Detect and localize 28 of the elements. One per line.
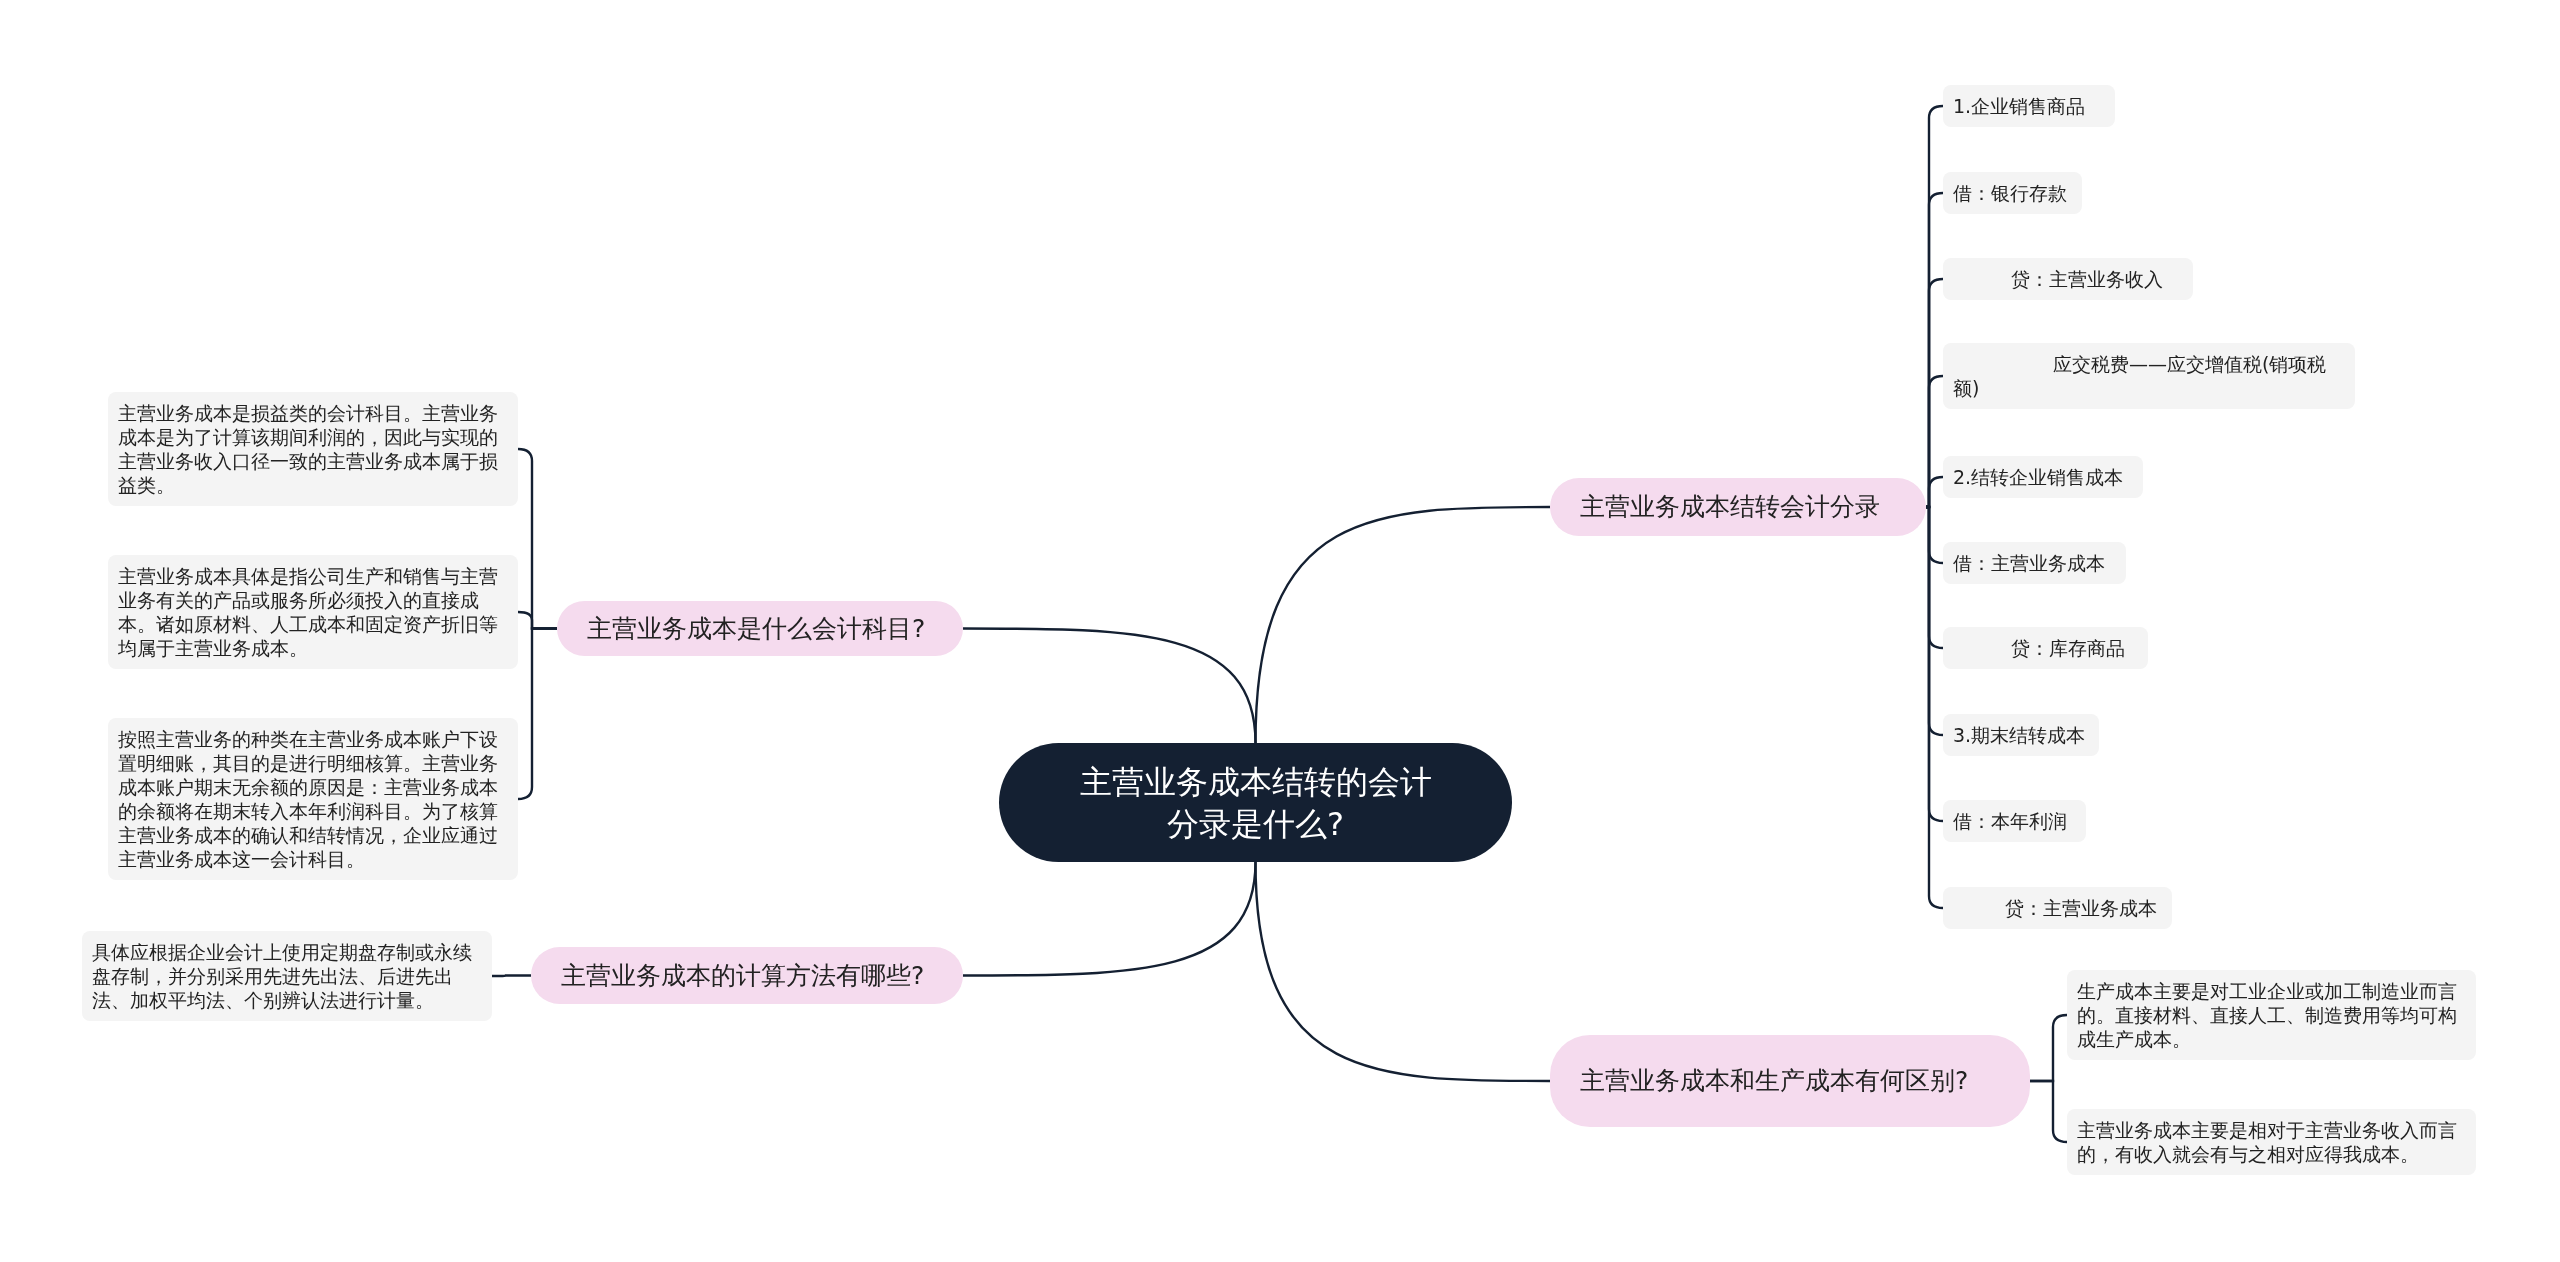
subtopic-box: 主营业务成本是损益类的会计科目。主营业务成本是为了计算该期间利润的，因此与实现的主营业务收入口径一致的主营业务成本属于损益类。	[108, 392, 518, 506]
subtopic-box: 2.结转企业销售成本	[1943, 456, 2143, 498]
subtopic-box: 贷：库存商品	[1943, 627, 2148, 669]
subtopic-box: 借：主营业务成本	[1943, 542, 2126, 584]
central-topic: 主营业务成本结转的会计分录是什么?	[999, 743, 1512, 862]
topic-box: 主营业务成本的计算方法有哪些?	[531, 947, 963, 1004]
connector-line	[1926, 475, 1944, 509]
connector-line	[963, 627, 1257, 744]
subtopic-box: 借：银行存款	[1943, 172, 2082, 214]
connector-line	[517, 627, 557, 801]
connector-line	[492, 974, 531, 978]
subtopic-box: 应交税费——应交增值税(销项税额)	[1943, 343, 2355, 409]
subtopic-box: 3.期末结转成本	[1943, 714, 2099, 756]
subtopic-box: 贷：主营业务成本	[1943, 887, 2172, 929]
topic-box: 主营业务成本是什么会计科目?	[557, 601, 963, 656]
subtopic-box: 主营业务成本主要是相对于主营业务收入而言的，有收入就会有与之相对应得我成本。	[2067, 1109, 2476, 1175]
topic-box: 主营业务成本结转会计分录	[1550, 478, 1926, 536]
subtopic-box: 具体应根据企业会计上使用定期盘存制或永续盘存制，并分别采用先进先出法、后进先出法、加权平均法、个别辨认法进行计量。	[82, 931, 492, 1021]
connector-line	[1925, 505, 1944, 910]
subtopic-box: 贷：主营业务收入	[1943, 258, 2193, 300]
subtopic-box: 借：本年利润	[1943, 800, 2086, 842]
subtopic-box: 1.企业销售商品	[1943, 85, 2115, 127]
subtopic-box: 生产成本主要是对工业企业或加工制造业而言的。直接材料、直接人工、制造费用等均可构成生产成本。	[2067, 970, 2476, 1060]
connector-line	[2030, 1079, 2068, 1144]
topic-box: 主营业务成本和生产成本有何区别?	[1550, 1035, 2030, 1127]
connector-line	[963, 861, 1257, 977]
subtopic-box: 主营业务成本具体是指公司生产和销售与主营业务有关的产品或服务所必须投入的直接成本。诸如原材料、人工成本和固定资产折旧等均属于主营业务成本。	[108, 555, 518, 669]
subtopic-box: 按照主营业务的种类在主营业务成本账户下设置明细账，其目的是进行明细核算。主营业务成本账户期末无余额的原因是：主营业务成本的余额将在期末转入本年利润科目。为了核算主营业务成本的确认和结转情况，企业应通过主营业务成本这一会计科目。	[108, 718, 518, 880]
